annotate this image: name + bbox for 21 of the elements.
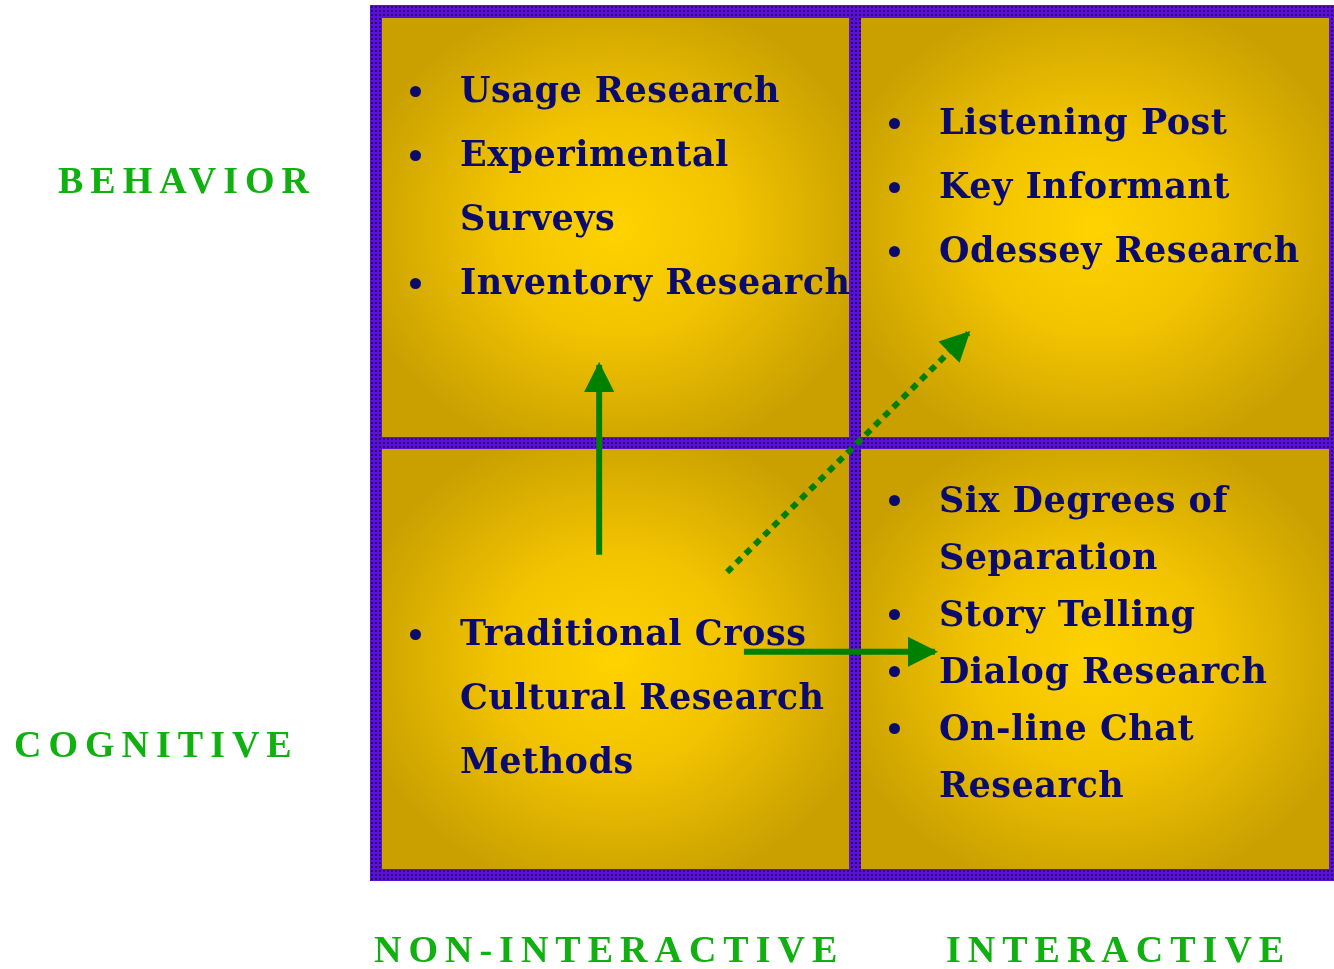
quadrant-panel bbox=[382, 449, 849, 869]
list-item: Listening Post bbox=[939, 101, 1228, 142]
list-item: Key Informant bbox=[939, 165, 1230, 206]
quadrant-panel bbox=[382, 18, 849, 437]
list-item: Usage Research bbox=[460, 69, 781, 110]
column-label: NON-INTERACTIVE bbox=[374, 927, 845, 969]
arrow bbox=[584, 361, 615, 555]
list-item: Dialog Research bbox=[939, 650, 1268, 691]
column-label: INTERACTIVE bbox=[946, 927, 1292, 969]
list-item: Inventory Research bbox=[460, 261, 851, 302]
row-label: BEHAVIOR bbox=[58, 158, 317, 202]
list-item: Experimental Surveys bbox=[460, 133, 729, 238]
quadrant-panel bbox=[861, 449, 1329, 869]
list-item: Story Telling bbox=[939, 593, 1196, 634]
list-item: Traditional Cross Cultural Research Methods bbox=[460, 612, 825, 781]
row-label: COGNITIVE bbox=[14, 722, 299, 766]
list-item: Odessey Research bbox=[939, 229, 1300, 270]
list-item: Six Degrees of Separation bbox=[939, 479, 1228, 577]
list-item: On-line Chat Research bbox=[939, 707, 1195, 805]
quadrant-panel bbox=[861, 18, 1329, 437]
arrow bbox=[743, 636, 938, 667]
